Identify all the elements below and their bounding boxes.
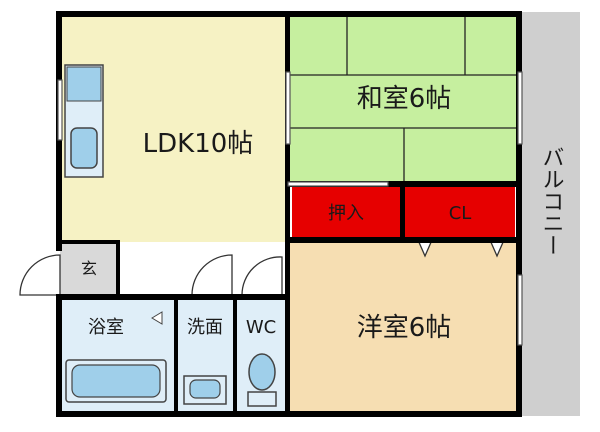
genkan-label: 玄 [81,259,97,278]
toilet-fixture [247,353,277,407]
washbasin [183,375,227,405]
washbasin-icon [189,379,221,399]
yoshitsu-floor [288,242,518,412]
balcony-floor [522,12,580,416]
genkan-floor [60,242,118,295]
toilet-tank-icon [247,391,277,407]
toilet-bowl-icon [248,353,276,391]
toilet-label: WC [246,317,276,338]
closet-label: CL [449,203,472,224]
entrance-door [19,254,61,296]
kitchen-counter [64,64,104,178]
balcony-label: バルコニー [539,146,564,256]
toilet-door [241,256,283,296]
yoshitsu-label: 洋室6帖 [357,313,452,343]
washitsu-floor [288,15,518,185]
bathtub-icon [71,364,161,398]
doors [19,239,505,296]
tatami-lines [288,15,518,185]
bathtub [65,311,167,403]
stove-icon [66,66,102,102]
washroom-door [191,254,233,296]
windows [57,71,523,346]
oshiire-floor [292,186,400,238]
washroom-label: 洗面 [187,317,223,338]
oshiire-label: 押入 [328,203,364,224]
ldk-label: LDK10帖 [143,129,254,159]
closet-floor [405,186,515,238]
washitsu-label: 和室6帖 [357,84,452,114]
sink-icon [70,127,98,169]
bath-label: 浴室 [88,317,124,338]
